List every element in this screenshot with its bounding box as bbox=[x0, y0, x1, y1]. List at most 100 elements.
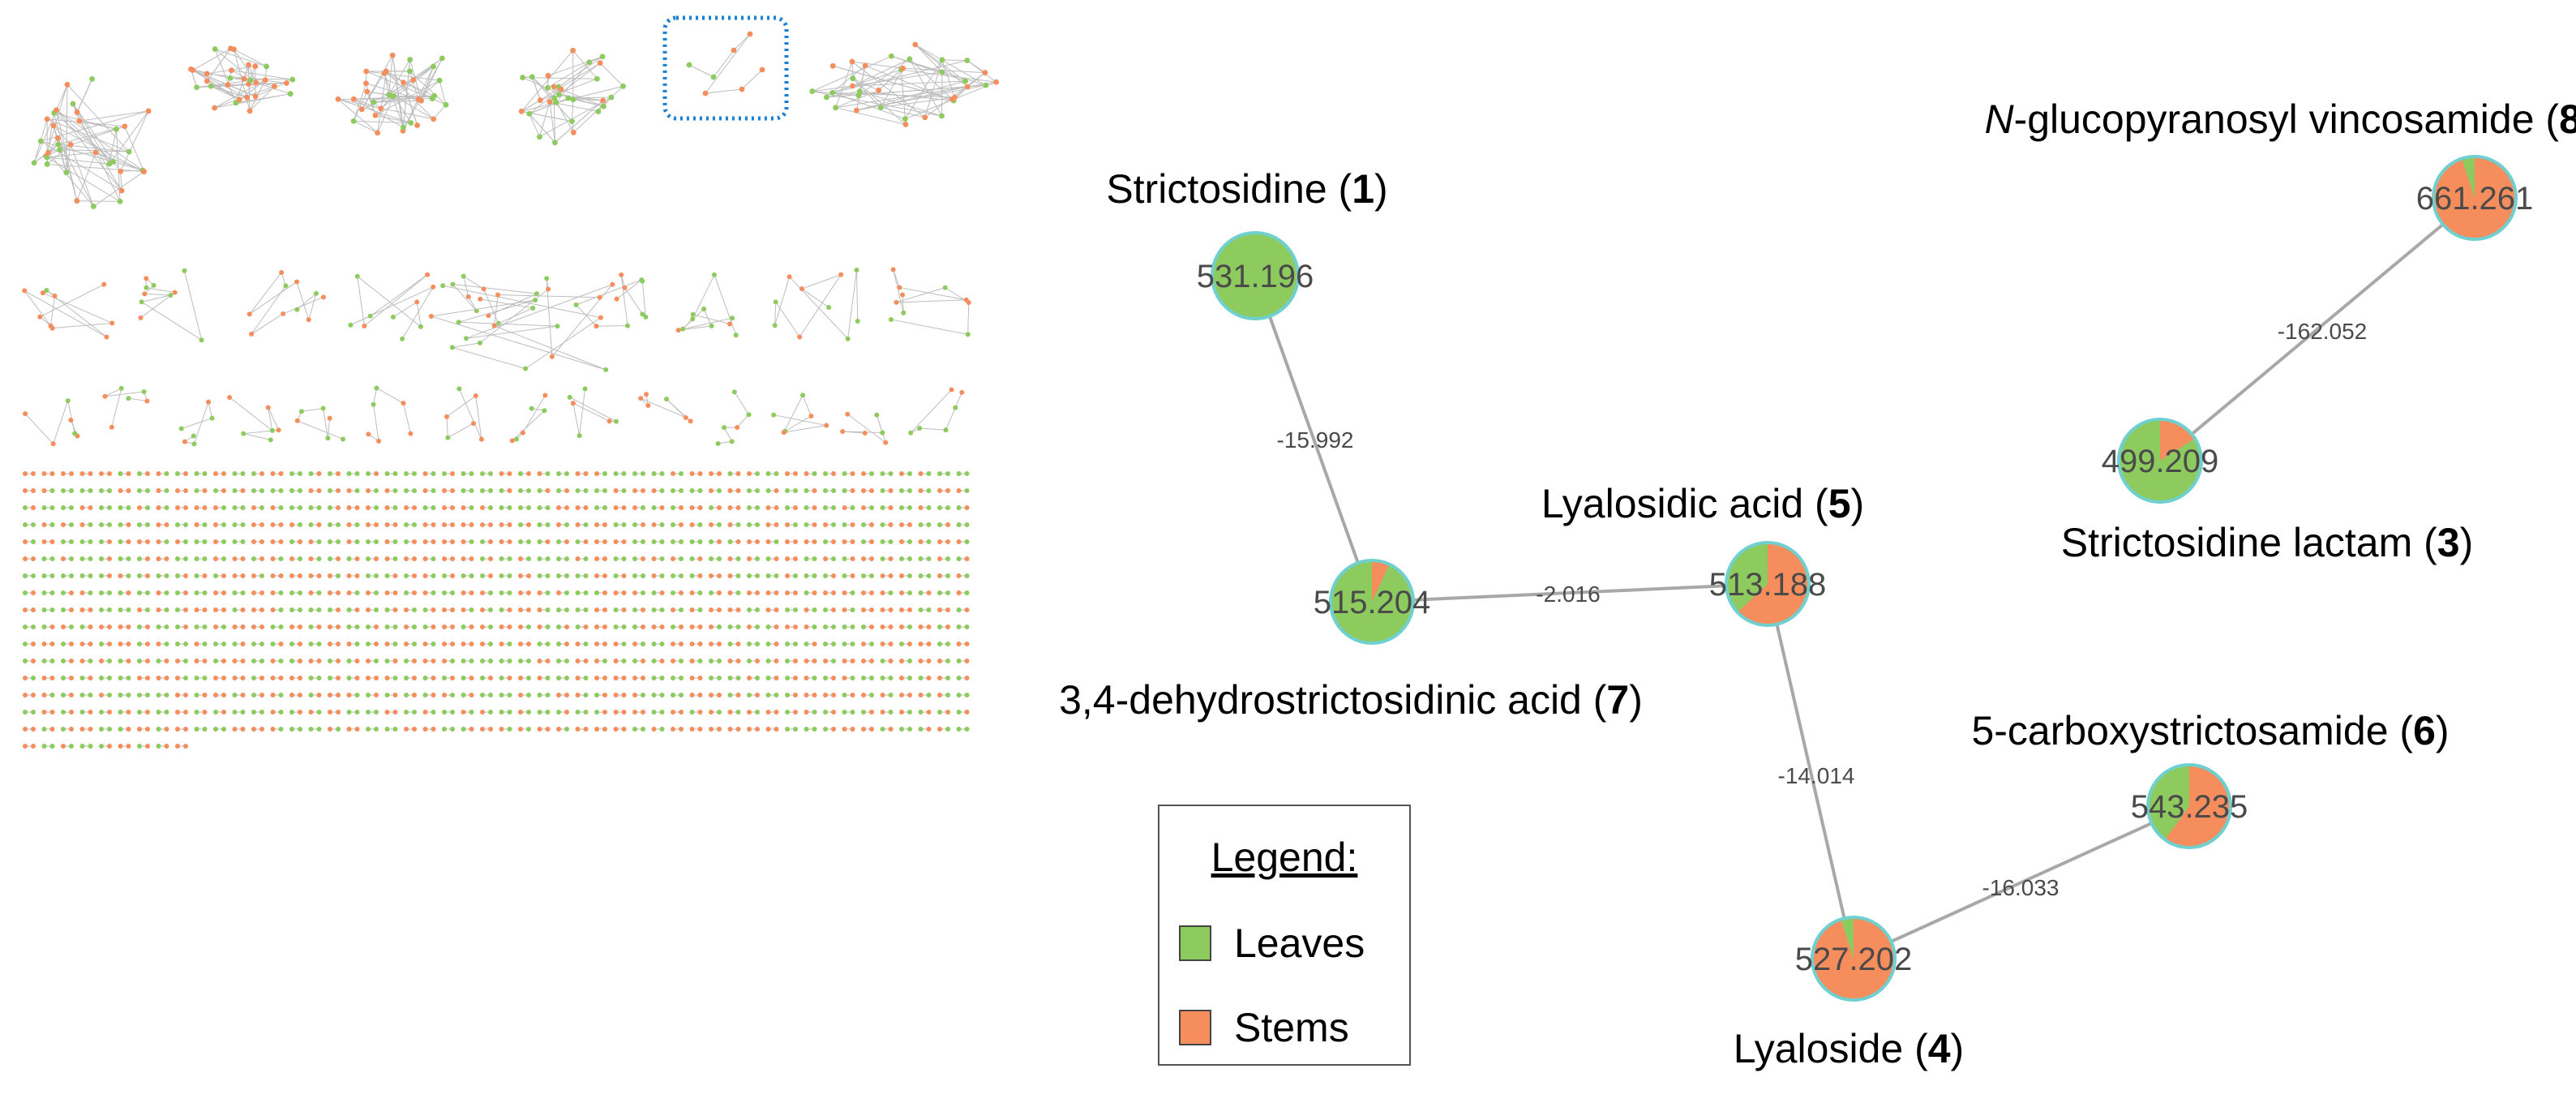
overview-node bbox=[614, 296, 619, 302]
overview-node bbox=[956, 693, 962, 697]
overview-node bbox=[869, 607, 874, 612]
overview-edge bbox=[774, 277, 791, 326]
overview-edge bbox=[576, 279, 642, 306]
overview-edge bbox=[268, 407, 280, 431]
overview-node bbox=[232, 573, 238, 578]
overview-node bbox=[79, 590, 85, 595]
overview-node bbox=[907, 488, 912, 493]
overview-node bbox=[49, 522, 55, 527]
overview-node bbox=[899, 522, 904, 527]
overview-node bbox=[537, 607, 542, 612]
overview-edge bbox=[452, 283, 537, 294]
overview-node bbox=[386, 92, 392, 98]
overview-node bbox=[450, 659, 455, 663]
node-n4[interactable]: 527.202 bbox=[1795, 916, 1913, 1002]
overview-node bbox=[880, 659, 885, 663]
overview-node bbox=[107, 471, 112, 476]
overview-node bbox=[336, 573, 341, 578]
overview-node bbox=[431, 624, 436, 629]
node-n7[interactable]: 515.204 bbox=[1314, 559, 1431, 645]
overview-node bbox=[651, 488, 657, 493]
overview-node bbox=[730, 315, 735, 321]
overview-node bbox=[861, 710, 866, 715]
paren-close: ) bbox=[1851, 481, 1865, 526]
overview-node bbox=[575, 607, 581, 612]
overview-node bbox=[354, 676, 360, 680]
overview-node bbox=[232, 522, 238, 527]
overview-node bbox=[278, 676, 284, 680]
overview-node bbox=[354, 642, 360, 646]
overview-edge bbox=[909, 58, 954, 101]
overview-node bbox=[450, 522, 455, 527]
overview-node bbox=[175, 590, 180, 595]
overview-node bbox=[689, 607, 695, 612]
overview-node bbox=[392, 539, 398, 544]
overview-node bbox=[137, 573, 142, 578]
overview-node bbox=[697, 556, 703, 561]
overview-edge bbox=[620, 274, 628, 326]
overview-node bbox=[328, 607, 332, 612]
overview-node bbox=[412, 573, 417, 578]
overview-node bbox=[156, 590, 161, 595]
overview-node bbox=[90, 204, 96, 209]
node-n1[interactable]: 531.196 bbox=[1197, 231, 1314, 320]
overview-edge bbox=[896, 299, 967, 303]
overview-node bbox=[336, 693, 341, 697]
overview-node bbox=[41, 505, 47, 510]
overview-node bbox=[240, 624, 246, 629]
node-n6[interactable]: 543.235 bbox=[2131, 763, 2248, 849]
overview-node bbox=[145, 642, 150, 646]
overview-node bbox=[442, 607, 447, 612]
overview-node bbox=[594, 607, 599, 612]
overview-node bbox=[61, 573, 66, 578]
overview-node bbox=[659, 573, 665, 578]
overview-node bbox=[118, 624, 123, 629]
overview-node bbox=[964, 573, 970, 578]
overview-node bbox=[765, 522, 771, 527]
overview-node bbox=[202, 488, 208, 493]
overview-node bbox=[570, 47, 576, 54]
overview-node bbox=[926, 590, 932, 595]
overview-node bbox=[602, 522, 607, 527]
overview-node bbox=[289, 727, 294, 732]
overview-node bbox=[727, 522, 733, 527]
overview-node bbox=[499, 471, 504, 476]
overview-node bbox=[259, 659, 264, 663]
overview-node bbox=[594, 659, 599, 663]
overview-edge bbox=[705, 33, 751, 94]
overview-node bbox=[456, 320, 461, 325]
node-n5[interactable]: 513.188 bbox=[1709, 541, 1827, 627]
node-n3[interactable]: 499.209 bbox=[2102, 418, 2219, 504]
overview-node bbox=[731, 47, 737, 54]
overview-node bbox=[926, 505, 932, 510]
overview-node bbox=[850, 590, 855, 595]
node-mz-label: 531.196 bbox=[1197, 259, 1314, 294]
overview-node bbox=[246, 108, 253, 114]
overview-node bbox=[206, 399, 212, 405]
overview-node bbox=[621, 642, 627, 646]
compound-name-label: 5-carboxystrictosamide (6) bbox=[1971, 708, 2449, 753]
overview-node bbox=[156, 522, 161, 527]
overview-node bbox=[232, 693, 238, 697]
overview-node bbox=[602, 710, 607, 715]
molecular-network-overview bbox=[22, 15, 1000, 749]
overview-node bbox=[651, 471, 657, 476]
overview-node bbox=[41, 522, 47, 527]
overview-node bbox=[69, 556, 74, 561]
overview-node bbox=[785, 676, 790, 680]
overview-node bbox=[564, 642, 569, 646]
overview-edge bbox=[350, 315, 371, 326]
overview-edge bbox=[194, 401, 209, 444]
overview-node bbox=[774, 624, 779, 629]
overview-node bbox=[644, 392, 649, 397]
overview-node bbox=[392, 505, 398, 510]
overview-node bbox=[717, 624, 722, 629]
overview-node bbox=[518, 488, 523, 493]
overview-edge bbox=[364, 274, 428, 327]
node-n8[interactable]: 661.261 bbox=[2416, 155, 2534, 241]
overview-node bbox=[278, 710, 284, 715]
overview-node bbox=[213, 539, 218, 544]
overview-node bbox=[478, 436, 484, 442]
overview-edge bbox=[40, 284, 105, 318]
overview-node bbox=[812, 710, 817, 715]
